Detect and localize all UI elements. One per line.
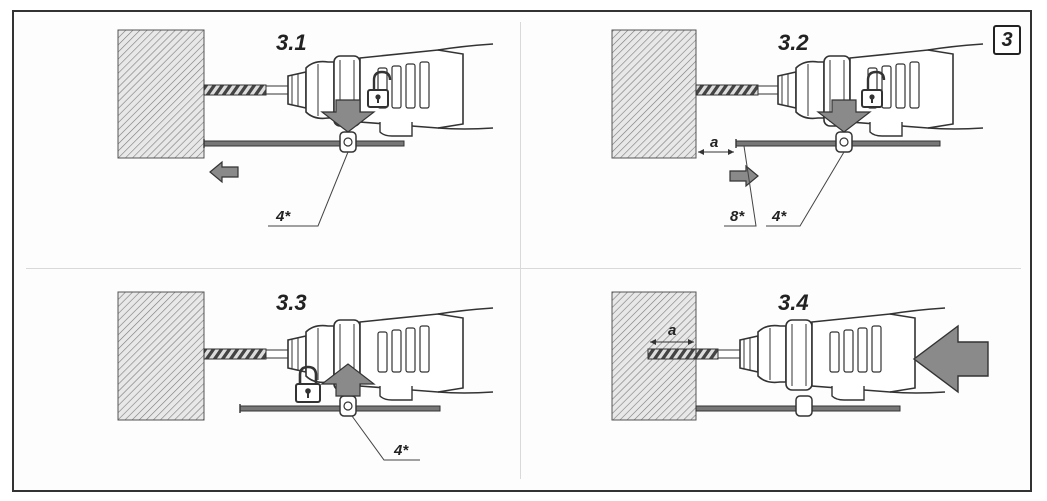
drill-bit	[203, 84, 267, 96]
callout-leader	[724, 145, 757, 227]
figure-number: 3.2	[778, 30, 809, 55]
wall	[117, 29, 205, 159]
wall	[117, 291, 205, 421]
left-arrow-icon	[209, 160, 239, 184]
clamp-screw	[795, 395, 813, 417]
push-forward-arrow-icon	[912, 324, 989, 394]
figure-number: 3.4	[778, 290, 809, 315]
callout-label: 4*	[772, 208, 787, 225]
section-badge: 3	[993, 25, 1021, 55]
panel-3-3	[117, 291, 494, 461]
drill-bit	[695, 84, 759, 96]
press-down-arrow-icon	[816, 99, 872, 133]
wall	[611, 29, 697, 159]
clamp-screw	[835, 131, 853, 153]
vertical-divider	[520, 22, 521, 479]
right-arrow-icon	[729, 164, 759, 188]
hammer-drill	[739, 307, 946, 401]
drill-bit	[647, 348, 697, 360]
callout-label: 8*	[730, 208, 745, 225]
dimension-label: a	[710, 134, 719, 151]
dimension-label: a	[668, 322, 677, 339]
callout-label: 4*	[276, 208, 291, 225]
panel-3-1	[117, 29, 494, 227]
callout-leader	[766, 151, 845, 227]
depth-stop-rod	[203, 140, 405, 147]
press-down-arrow-icon	[320, 99, 376, 133]
callout-leader	[351, 415, 420, 461]
push-up-arrow-icon	[320, 363, 376, 397]
horizontal-divider	[26, 268, 1021, 269]
hammer-drill	[287, 43, 494, 137]
panel-3-4	[611, 291, 989, 421]
callout-leader	[268, 151, 349, 227]
figure-number: 3.1	[276, 30, 307, 55]
callout-label: 4*	[394, 442, 409, 459]
figure-number: 3.3	[276, 290, 307, 315]
panel-3-2	[611, 29, 984, 227]
drill-bit	[203, 348, 267, 360]
clamp-screw	[339, 131, 357, 153]
clamp-screw	[339, 395, 357, 417]
